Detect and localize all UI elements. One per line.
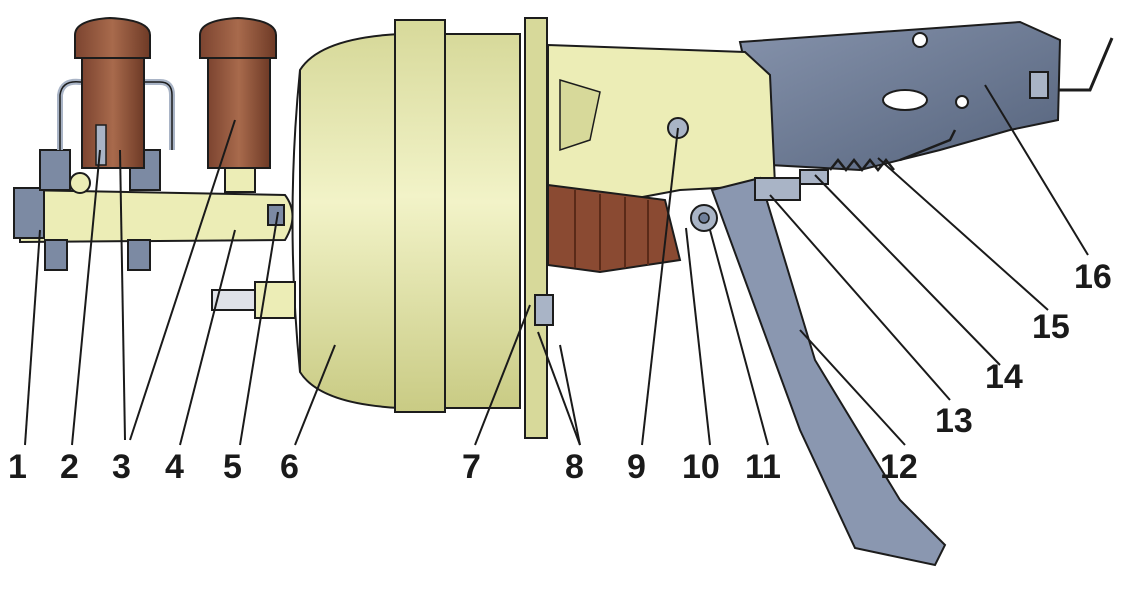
callout-16: 16 (1074, 258, 1112, 296)
callout-5: 5 (223, 448, 242, 486)
mounting-flange (524, 17, 548, 439)
master-cylinder (13, 78, 294, 271)
callout-3: 3 (112, 448, 131, 486)
vacuum-booster (291, 19, 554, 413)
callout-6: 6 (280, 448, 299, 486)
callout-14: 14 (985, 358, 1023, 396)
callout-10: 10 (682, 448, 720, 486)
callout-1: 1 (8, 448, 27, 486)
callout-2: 2 (60, 448, 79, 486)
vacuum-fitting (211, 281, 296, 319)
callout-15: 15 (1032, 308, 1070, 346)
callout-8: 8 (565, 448, 584, 486)
callout-7: 7 (462, 448, 481, 486)
fluid-reservoirs (74, 16, 277, 193)
rubber-boot (547, 183, 682, 274)
pedal-housing (547, 43, 777, 207)
stop-light-switch (754, 129, 957, 201)
callouts: 1 2 3 4 5 6 7 8 9 10 11 12 13 14 15 16 (8, 258, 1112, 486)
callout-9: 9 (627, 448, 646, 486)
callout-13: 13 (935, 402, 973, 440)
leader-lines (24, 84, 1089, 446)
callout-4: 4 (165, 448, 184, 486)
pedal-bracket (738, 20, 1114, 172)
callout-11: 11 (745, 448, 781, 486)
brake-pedal (690, 176, 947, 567)
callout-12: 12 (880, 448, 918, 486)
